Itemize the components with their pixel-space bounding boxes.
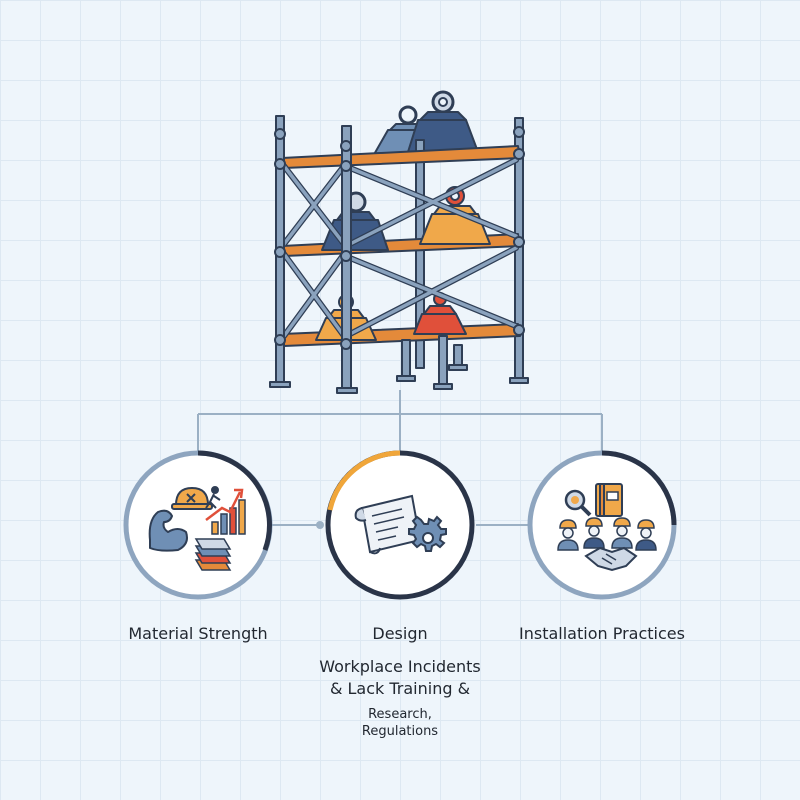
book-icon: [595, 483, 623, 517]
flexed-arm-icon: [148, 509, 188, 552]
design-note-line3: Research,: [368, 707, 432, 722]
scaffold-icon: [269, 90, 529, 394]
tree-connectors: [197, 390, 603, 526]
hard-hat-icon: [171, 486, 213, 510]
gear-icon: [408, 515, 447, 552]
label-installation-practices: Installation Practices: [519, 624, 685, 643]
design-note-line2: & Lack Training &: [329, 679, 471, 698]
falling-worker-icon: [205, 486, 221, 509]
material-layers-icon: [194, 538, 232, 571]
node-installation-practices[interactable]: [527, 450, 677, 600]
trend-chart-icon: [205, 488, 246, 535]
magnifier-icon: [564, 489, 592, 517]
weight-mid-right: [419, 186, 491, 245]
connector-dot: [316, 521, 324, 529]
design-note-line1: Workplace Incidents: [319, 657, 481, 676]
handshake-icon: [584, 546, 638, 572]
design-note-line4: Regulations: [361, 724, 439, 739]
weight-bottom-right: [413, 292, 467, 335]
label-design: Design: [372, 624, 428, 643]
node-material-strength[interactable]: [123, 450, 273, 600]
label-material-strength: Material Strength: [128, 624, 268, 643]
node-design[interactable]: [325, 450, 475, 600]
worker-group-icon: [557, 517, 657, 551]
